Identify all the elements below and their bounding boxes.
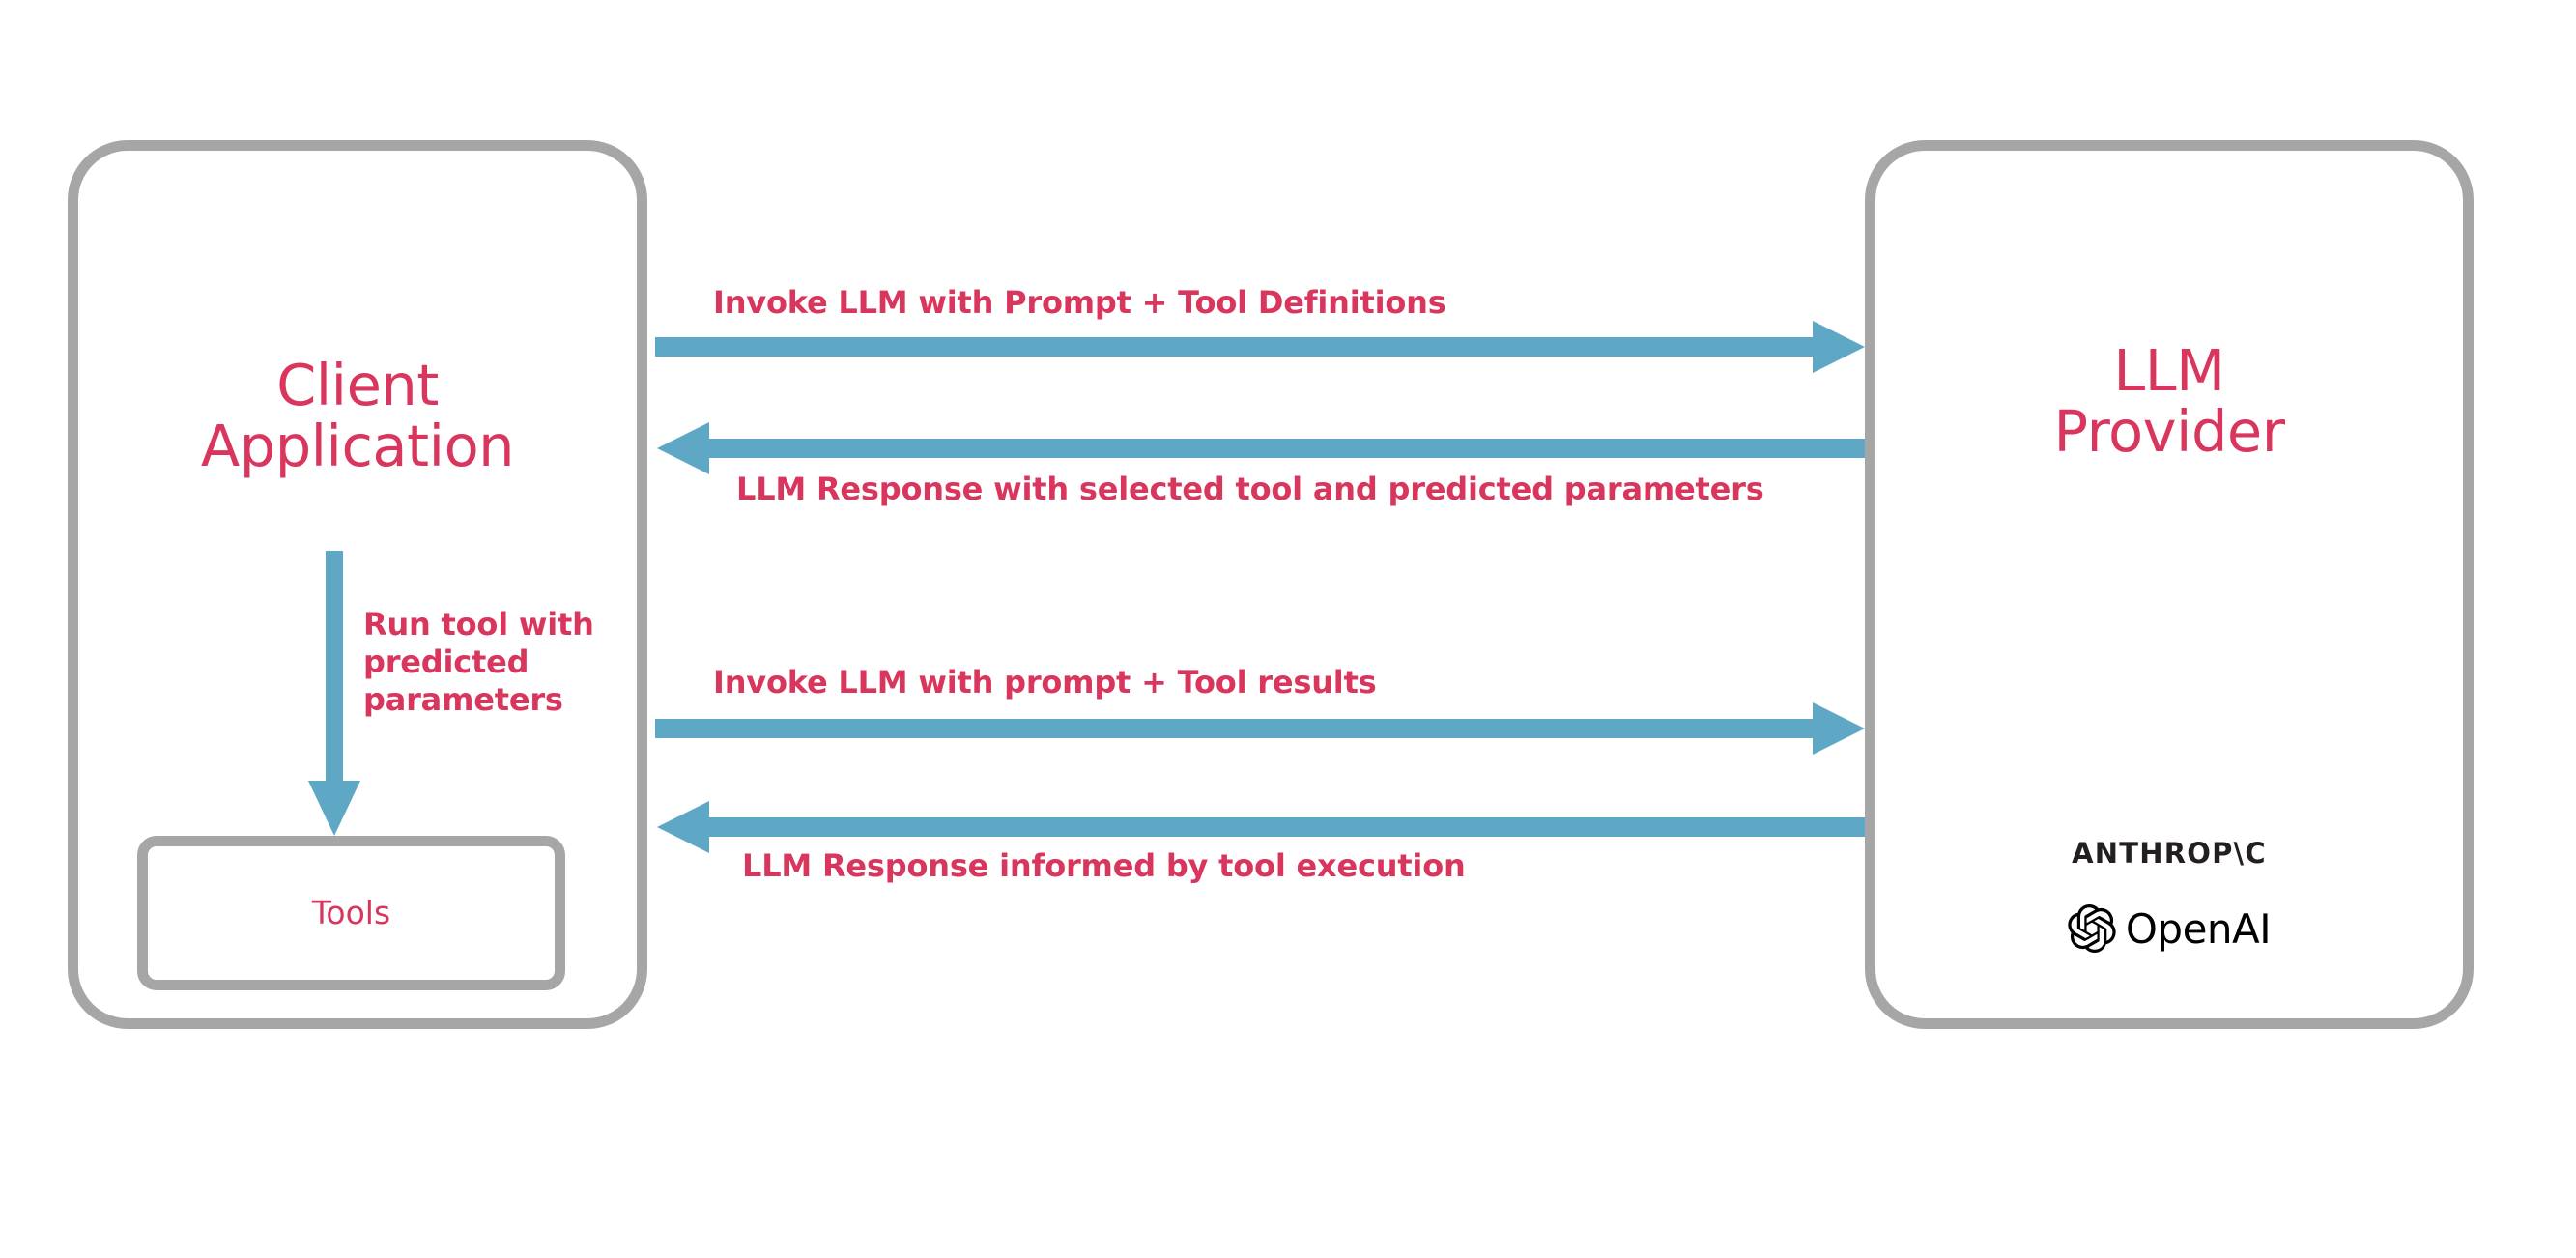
arrow-invoke-llm-with-prompt-and-tool-results: [655, 702, 1865, 755]
arrow-run-tool-with-predicted-parameters: [308, 551, 360, 836]
tools-label: Tools: [311, 894, 391, 931]
openai-logo: OpenAI: [1865, 899, 2474, 958]
arrow-label-invoke-llm-with-prompt-and-tool-definitions: Invoke LLM with Prompt + Tool Definition…: [713, 284, 1446, 321]
arrow-label-invoke-llm-with-prompt-and-tool-results: Invoke LLM with prompt + Tool results: [713, 664, 1377, 700]
arrow-llm-response-informed-by-tool-execution: [657, 801, 1867, 853]
anthropic-logo: ANTHROP\C: [2072, 837, 2267, 870]
client-application-title: Client Application: [200, 352, 515, 479]
llm-provider-box: [1865, 140, 2474, 1029]
llm-provider-title: LLM Provider: [2053, 337, 2285, 465]
arrow-label-llm-response-informed-by-tool-execution: LLM Response informed by tool execution: [742, 847, 1466, 884]
arrow-label-llm-response-with-selected-tool: LLM Response with selected tool and pred…: [736, 471, 1764, 507]
openai-mark-icon: [2068, 904, 2116, 953]
arrow-invoke-llm-with-prompt-and-tool-definitions: [655, 321, 1865, 373]
arrow-llm-response-with-selected-tool: [657, 422, 1867, 474]
tools-box: [137, 836, 565, 990]
arrow-label-run-tool-with-predicted-parameters: Run tool with predicted parameters: [363, 606, 594, 719]
openai-wordmark: OpenAI: [2125, 904, 2272, 953]
